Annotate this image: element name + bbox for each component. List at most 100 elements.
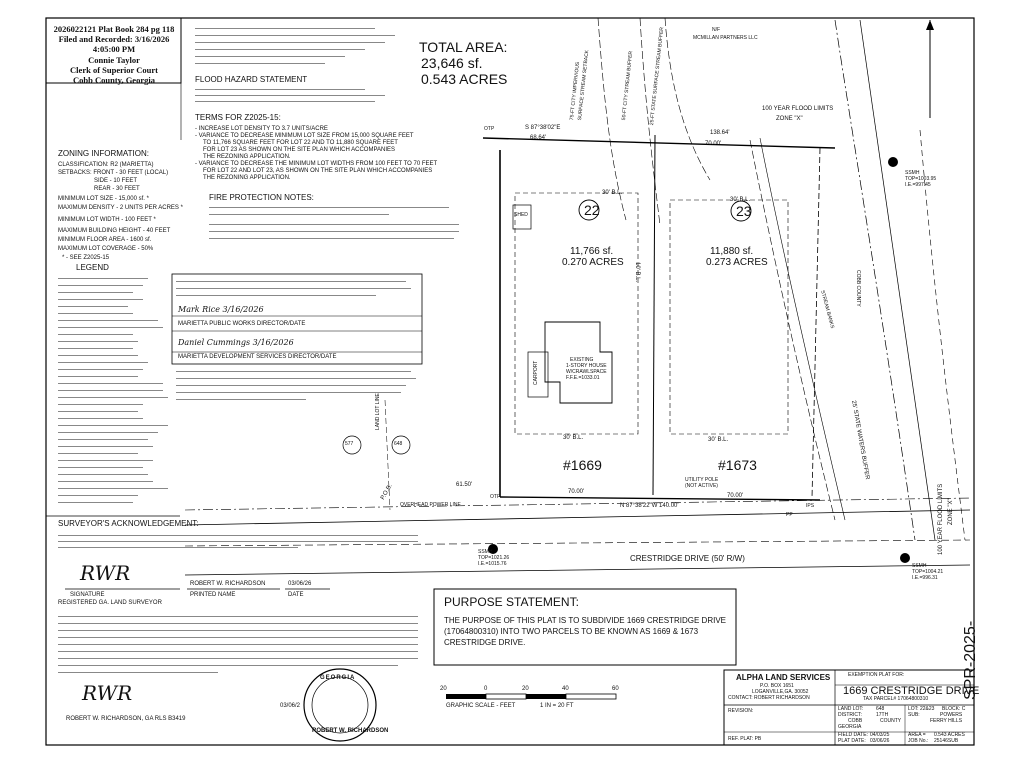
scale-tick-1: 0 (484, 686, 488, 692)
land-lot-577: 577 (345, 441, 354, 447)
flood-hazard-heading: FLOOD HAZARD STATEMENT (195, 75, 308, 84)
bl-10: 10' B.L. (634, 262, 640, 283)
surveyor-rls: ROBERT W. RICHARDSON, GA RLS B3419 (66, 716, 186, 722)
terms-heading: TERMS FOR Z2025-15: (195, 113, 281, 122)
pp-label: PP (786, 512, 793, 518)
scale-tick-3: 40 (562, 686, 569, 692)
term-line: THE REZONING APPLICATION. (203, 154, 291, 160)
purpose-text-3: CRESTRIDGE DRIVE. (444, 638, 526, 647)
term-line: - VARIANCE TO DECREASE MINIMUM LOT SIZE … (195, 133, 414, 139)
bl-30-lot23-rear: 30' B.L. (730, 197, 751, 203)
legend-list (58, 276, 173, 514)
approval-disclaimer (176, 370, 416, 406)
mcmillan-label: MCMILLAN PARTNERS LLC (693, 35, 758, 41)
seal-date: 03/06/2 (280, 703, 301, 709)
purpose-text-2: (17064800310) INTO TWO PARCELS TO BE KNO… (444, 627, 699, 636)
nf-label: N/F (712, 27, 721, 33)
job-value: 25146SUB (934, 738, 959, 744)
address-1673: #1673 (718, 457, 757, 473)
recording-line3: Connie Taylor (88, 54, 140, 65)
distance-61: 61.50' (456, 482, 473, 488)
ref-plat: REF. PLAT: PB (728, 736, 762, 742)
landlot-label: LAND LOT: (838, 706, 864, 712)
recording-stamp: 2026022121 Plat Book 284 pg 118 Filed an… (50, 24, 178, 85)
total-area-label: TOTAL AREA: (419, 39, 508, 55)
block-value: BLOCK: C (942, 706, 966, 712)
district-label: DISTRICT: (838, 712, 862, 718)
zoning-line: MINIMUM LOT SIZE - 15,000 sf. * (58, 196, 149, 202)
distance-68: 68.64' (530, 135, 547, 141)
field-date-value: 04/03/25 (870, 732, 890, 738)
road-name: CRESTRIDGE DRIVE (50' R/W) (630, 554, 745, 563)
ssmh-2: SSMH (478, 549, 493, 555)
county-value: COBB (848, 718, 863, 724)
exemption-label: EXEMPTION PLAT FOR: (848, 672, 905, 678)
zoning-line: MAXIMUM LOT COVERAGE - 50% (58, 246, 154, 252)
term-line: THE REZONING APPLICATION. (203, 175, 291, 181)
lot-23-number: 23 (736, 203, 752, 219)
ssmh-1-ie: I.E.=997.45 (905, 182, 931, 188)
bl-30-lot22-front: 30' B.L. (563, 435, 584, 441)
approval-signature-1: Mark Rice 3/16/2026 (178, 305, 264, 314)
bl-30-lot23-front: 30' B.L. (708, 437, 729, 443)
fire-heading: FIRE PROTECTION NOTES: (209, 193, 314, 202)
flood-limits-top: 100 YEAR FLOOD LIMITS (762, 106, 834, 112)
firm-address-2: LOGANVILLE,GA. 30052 (752, 689, 809, 695)
seal-text-top: GEORGIA (320, 675, 356, 681)
recording-line2: Filed and Recorded: 3/16/2026 4:05:00 PM (58, 34, 170, 55)
zoning-line: REAR - 30 FEET (94, 186, 140, 192)
lot-22-acres: 0.270 ACRES (562, 257, 624, 268)
address-1669: #1669 (563, 457, 602, 473)
scale-tick-4: 60 (612, 686, 619, 692)
plat-address: 1669 CRESTRIDGE DRIVE (843, 685, 980, 697)
lot-23-acres: 0.273 ACRES (706, 257, 768, 268)
zoning-line: CLASSIFICATION: R2 (MARIETTA) (58, 162, 154, 168)
scale-tick-2: 20 (522, 686, 529, 692)
legend-heading: LEGEND (76, 263, 109, 272)
surveyor-statement (58, 534, 418, 552)
recording-line4: Clerk of Superior Court (70, 64, 158, 75)
land-lot-648: 648 (394, 441, 403, 447)
bearing-top: S 87°38'02"E (525, 125, 561, 131)
ssmh-2-ie: I.E.=1015.76 (478, 561, 507, 567)
distance-70-bottom-2: 70.00' (727, 493, 744, 499)
shed-label: SHED (514, 212, 528, 218)
cobb-county-label: COBB COUNTY (855, 270, 861, 307)
scale-ratio: 1 IN = 20 FT (540, 703, 574, 709)
date-caption: DATE (288, 592, 304, 598)
distance-138: 138.64' (710, 130, 730, 136)
term-line: FOR LOT 22 AND LOT 23, AS SHOWN ON THE S… (203, 168, 433, 174)
ssmh-1: SSMH (905, 170, 920, 176)
zoning-line: MAXIMUM BUILDING HEIGHT - 40 FEET (58, 228, 171, 234)
term-line: - VARIANCE TO DECREASE THE MINIMUM LOT W… (195, 161, 438, 167)
purpose-heading: PURPOSE STATEMENT: (444, 595, 579, 609)
house-label-1: EXISTING (570, 357, 594, 363)
recording-line5: Cobb County, Georgia (73, 74, 155, 85)
bl-30-lot22-rear: 30' B.L. (602, 190, 623, 196)
zoning-line: MAXIMUM DENSITY - 2 UNITS PER ACRES * (58, 205, 183, 211)
overhead-power-line: OVERHEAD POWER LINE (400, 502, 461, 508)
zone-x-top: ZONE "X" (776, 116, 803, 122)
firm-contact: CONTACT: ROBERT RICHARDSON (728, 695, 810, 701)
flood-hazard-text (195, 88, 385, 106)
revision-label: REVISION: (728, 708, 754, 714)
surveyor-heading: SURVEYOR'S ACKNOWLEDGEMENT: (58, 519, 199, 528)
approval-signature-2: Daniel Cummings 3/16/2026 (178, 338, 294, 347)
county-caption: COUNTY (880, 718, 902, 724)
ssmh-3: SSMH (912, 563, 927, 569)
approval-text (176, 280, 416, 310)
zoning-line: SETBACKS: FRONT - 30 FEET (LOCAL) (58, 170, 169, 176)
lot-22-sf: 11,766 sf. (570, 246, 614, 257)
utility-pole-label: UTILITY POLE (685, 477, 719, 483)
district-value: 17TH (876, 712, 889, 718)
registered-caption: REGISTERED GA. LAND SURVEYOR (58, 600, 162, 606)
spr-number: SPR-2025- (962, 620, 979, 700)
area-value: 0.543 ACRES (934, 732, 965, 738)
ssmh-1-top: TOP=1003.95 (905, 176, 937, 182)
distance-70-top: 70.00' (705, 141, 722, 147)
firm-address-1: P.O. BOX 1651 (760, 683, 794, 689)
house-label-3: W/CRAWLSPACE (566, 369, 607, 375)
zoning-heading: ZONING INFORMATION: (58, 149, 149, 158)
